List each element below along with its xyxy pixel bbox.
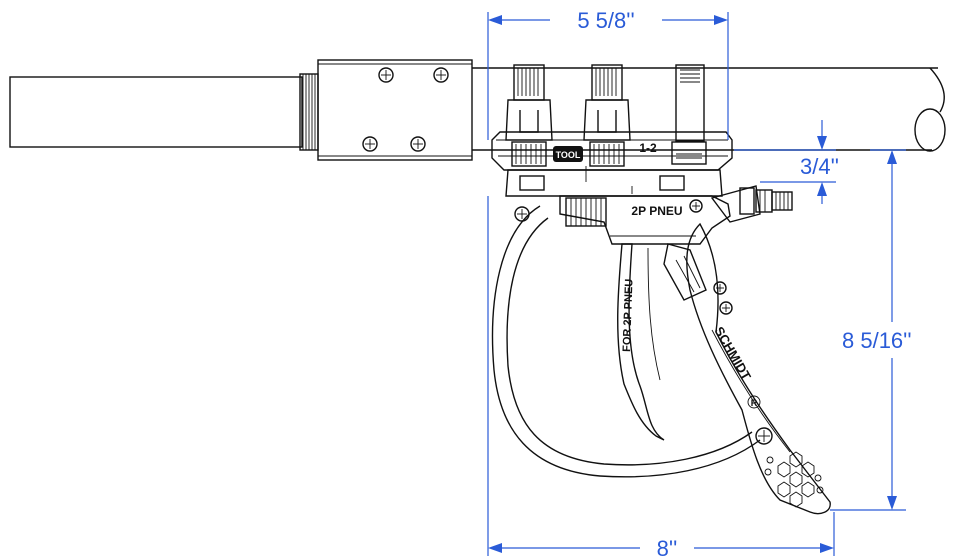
svg-text:R: R [751, 398, 758, 408]
screw-icon [755, 427, 773, 445]
tool-badge [553, 146, 583, 162]
arrow-right-icon [820, 543, 834, 553]
grip-body [686, 222, 831, 515]
strap-body [583, 99, 631, 141]
tool-label: TOOL [556, 150, 581, 160]
arrow-left-icon [488, 15, 502, 25]
trigger-guard-outer [491, 205, 761, 478]
model-label: 2P PNEU [631, 204, 682, 218]
strap-base [589, 141, 625, 167]
pipe-assembly [9, 59, 946, 161]
strap-base [511, 141, 547, 167]
lower-plate [505, 169, 723, 197]
dim-right-height: 8 5/16'' [842, 328, 912, 353]
screw-icon [378, 67, 394, 83]
trigger-guard-inner [506, 217, 753, 466]
screw-icon [410, 136, 426, 152]
fitting-thread [771, 191, 793, 211]
screw-icon [719, 301, 733, 315]
grip-hex-pattern [764, 451, 824, 508]
pipe-break-top [929, 67, 945, 113]
strap-body [505, 99, 553, 141]
registered-mark-icon: R [747, 395, 761, 409]
dimension-right-offset: 3/4'' [734, 120, 839, 204]
dimension-right-height: 8 5/16'' [830, 149, 912, 511]
screw-icon [433, 67, 449, 83]
dim-top-width: 5 5/8'' [577, 8, 634, 33]
arrow-up-icon [887, 150, 897, 164]
screw-icon [362, 136, 378, 152]
dimension-bottom: 8'' [487, 196, 835, 560]
arrow-down-icon [887, 496, 897, 510]
clamp-housing: TOOL 1-2 [491, 64, 733, 197]
trigger-label: FOR 2P PNEU [621, 279, 636, 353]
screw-icon [713, 281, 727, 295]
screw-icon [514, 206, 530, 222]
strap-head [591, 64, 623, 101]
arrow-right-icon [714, 15, 728, 25]
dim-bottom-width: 8'' [657, 536, 678, 560]
air-fitting [710, 185, 793, 223]
strap-open [675, 64, 705, 142]
dimension-top: 5 5/8'' [487, 8, 729, 140]
screw-icon [689, 199, 703, 213]
thread-lines [302, 74, 316, 150]
trigger-lever [617, 243, 665, 441]
mounting-block [317, 59, 473, 161]
position-label: 1-2 [639, 141, 657, 155]
brand-label: SCHMIDT [711, 324, 754, 383]
left-tube [9, 76, 303, 148]
arrow-down-icon [817, 136, 827, 150]
valve-block [663, 243, 707, 301]
plate-slot-left [519, 175, 545, 191]
strap-clamp-2 [583, 64, 631, 167]
strap-clamp-3 [671, 64, 707, 165]
pipe-break-end [914, 108, 946, 152]
strap-clamp-1 [505, 64, 553, 167]
strap-head [513, 64, 545, 101]
arrow-up-icon [817, 182, 827, 196]
arrow-left-icon [488, 543, 502, 553]
plate-slot-right [659, 175, 685, 191]
gun-body: 2P PNEU FOR 2P PNEU [491, 185, 831, 515]
block-screws [362, 67, 449, 152]
dim-right-offset: 3/4'' [800, 154, 839, 179]
clamp-base [491, 131, 733, 171]
strap-base [671, 141, 707, 165]
